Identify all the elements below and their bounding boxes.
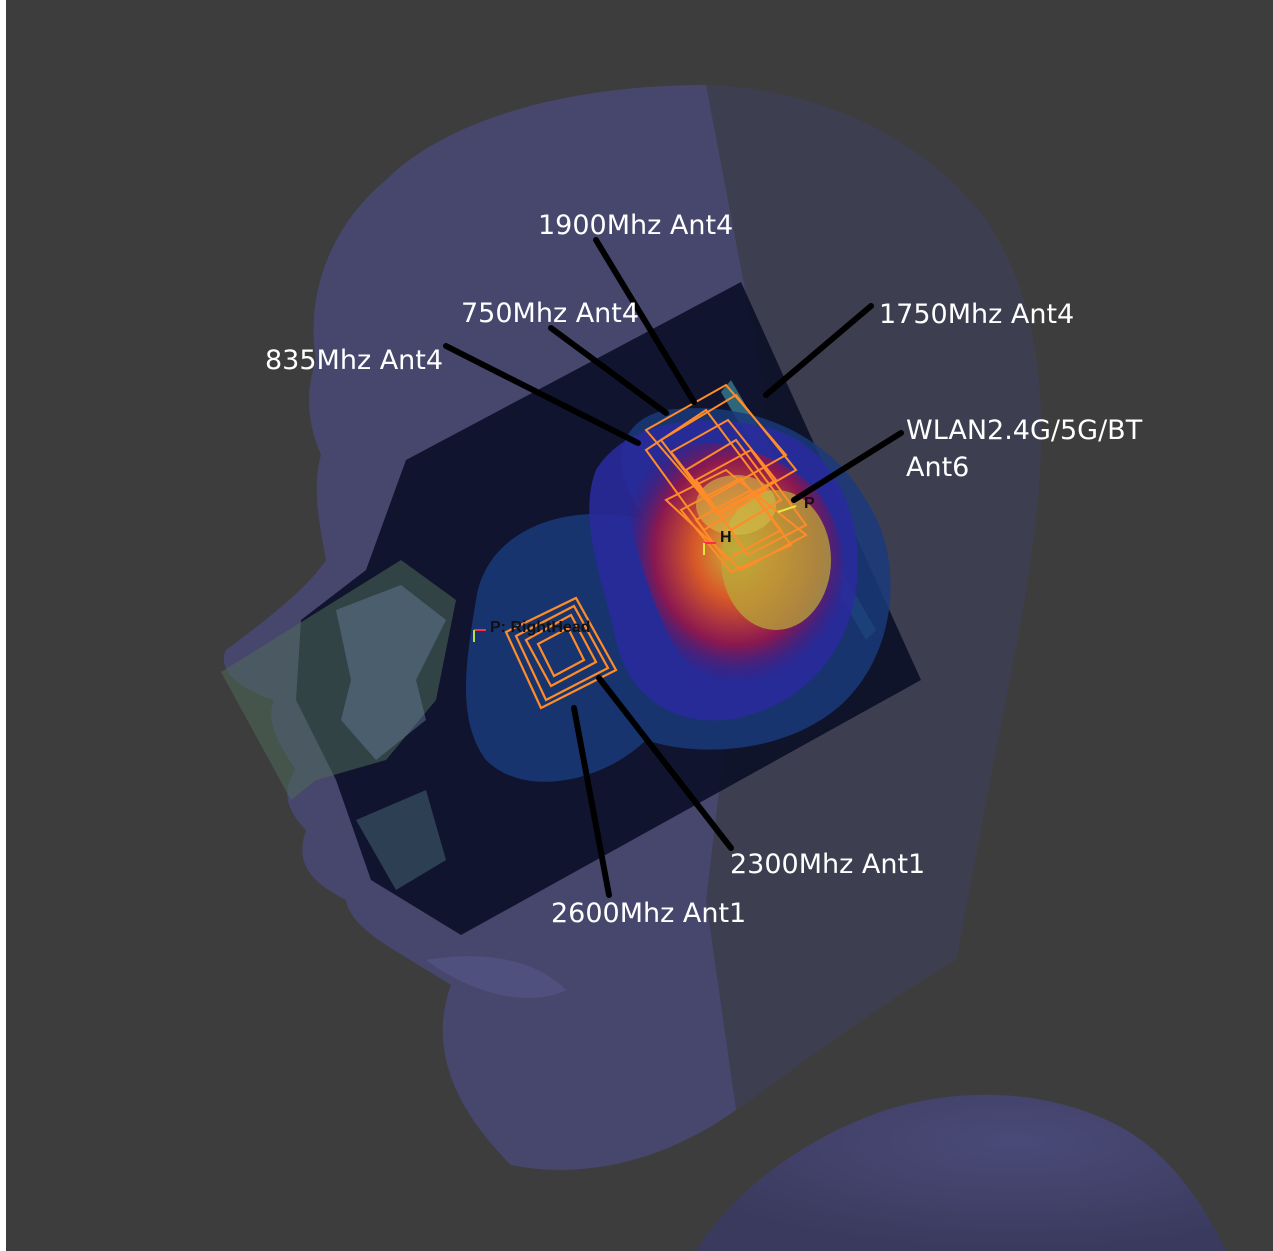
sar-head-scene: P: RightHead H P bbox=[221, 85, 1226, 1251]
antenna-footprint-core bbox=[536, 626, 586, 678]
antenna-footprint-inner-b bbox=[694, 448, 808, 557]
phone-slab-edge bbox=[221, 560, 456, 800]
antenna-footprints-upper bbox=[644, 383, 808, 574]
antenna-footprint-2600 bbox=[514, 604, 610, 702]
label-2300mhz-ant1: 2300Mhz Ant1 bbox=[730, 849, 926, 880]
phone-step-edge bbox=[336, 585, 446, 760]
antenna-footprints-lower bbox=[504, 596, 618, 710]
antenna-footprint-wide-inner bbox=[679, 476, 793, 574]
jaw-highlight bbox=[426, 956, 566, 999]
antenna-footprint-center bbox=[694, 488, 783, 562]
p-marker-label: P bbox=[804, 495, 815, 512]
leader-wlan bbox=[791, 430, 904, 503]
antenna-footprint-inner bbox=[524, 613, 598, 688]
antenna-footprint-1750 bbox=[659, 393, 798, 517]
shoulder bbox=[696, 1094, 1226, 1251]
label-835mhz-ant4: 835Mhz Ant4 bbox=[265, 345, 444, 376]
probe-markers: P: RightHead H P bbox=[473, 495, 815, 642]
leader-lines bbox=[443, 237, 904, 898]
antenna-footprint-2300 bbox=[504, 596, 618, 710]
label-wlan-line1: WLAN2.4G/5G/BT bbox=[906, 415, 1143, 446]
antenna-footprint-750 bbox=[644, 383, 788, 502]
leader-2600 bbox=[571, 705, 612, 898]
label-2600mhz-ant1: 2600Mhz Ant1 bbox=[551, 898, 747, 929]
p-axis bbox=[777, 505, 797, 513]
label-wlan-line2: Ant6 bbox=[906, 452, 970, 483]
label-1900mhz-ant4: 1900Mhz Ant4 bbox=[538, 210, 734, 241]
antenna-footprint-835 bbox=[644, 408, 768, 532]
probe-label: P: RightHead bbox=[490, 619, 590, 636]
leader-750 bbox=[548, 325, 669, 416]
3d-viewport[interactable]: P: RightHead H P 1900Mhz Ant4 750Mhz Ant… bbox=[6, 0, 1273, 1251]
phone-lower-step bbox=[356, 790, 446, 890]
leader-1750 bbox=[763, 303, 874, 398]
leader-2300 bbox=[596, 675, 734, 851]
leader-1900 bbox=[593, 237, 697, 405]
label-1750mhz-ant4: 1750Mhz Ant4 bbox=[879, 299, 1075, 330]
leader-835 bbox=[443, 343, 641, 446]
h-marker-label: H bbox=[720, 529, 732, 546]
label-750mhz-ant4: 750Mhz Ant4 bbox=[461, 298, 640, 329]
